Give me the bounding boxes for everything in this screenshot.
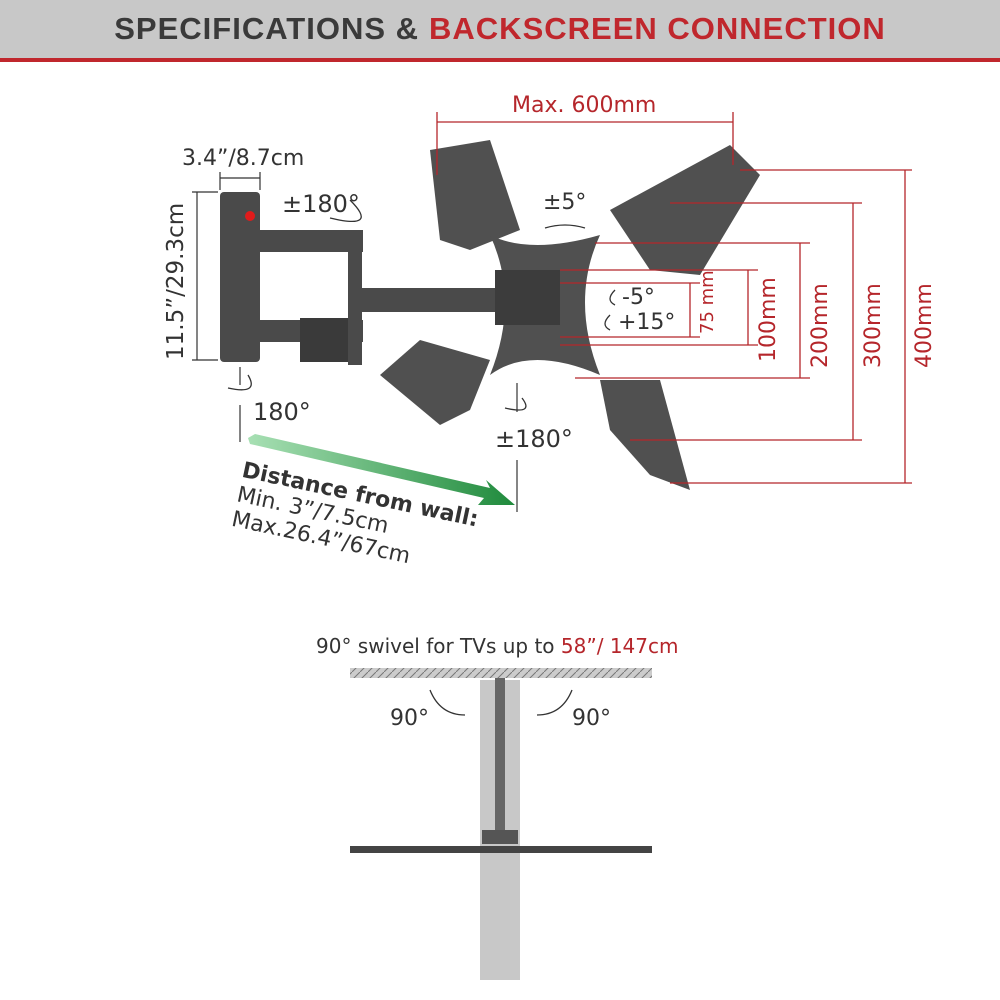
swivel-diagram <box>350 668 652 980</box>
swivel-size: 58”/ 147cm <box>560 634 679 658</box>
vesa-200-label: 200mm <box>808 283 833 368</box>
vesa-400-label: 400mm <box>912 283 937 368</box>
swivel-right-angle: 90° <box>572 706 611 731</box>
swivel-text: 90° swivel for TVs up to <box>316 634 555 658</box>
distance-arrow-icon <box>248 434 515 505</box>
red-dot-icon <box>245 211 255 221</box>
header-banner: SPECIFICATIONS & BACKSCREEN CONNECTION <box>0 0 1000 62</box>
vesa-300-label: 300mm <box>861 283 886 368</box>
swivel-left-angle: 90° <box>390 706 429 731</box>
vesa-75-label: 75 mm <box>697 270 718 334</box>
vesa-dimension-lines <box>436 112 912 484</box>
wall-swivel-label: 180° <box>253 398 311 426</box>
tilt-up-label: +15° <box>618 310 676 335</box>
tilt-down-label: -5° <box>622 285 655 310</box>
arm-swivel-label: ±180° <box>282 190 360 218</box>
rotation-arrow-icons <box>227 199 616 411</box>
tilt-side-label: ±5° <box>543 190 587 215</box>
wall-arm <box>220 192 510 365</box>
title-part-2: BACKSCREEN CONNECTION <box>429 11 886 46</box>
height-label: 11.5”/29.3cm <box>163 202 189 360</box>
vesa-100-label: 100mm <box>756 277 781 362</box>
wall-plate-dimensions <box>192 172 518 512</box>
max-vesa-label: Max. 600mm <box>512 93 657 118</box>
swivel-caption: 90° swivel for TVs up to 58”/ 147cm <box>316 634 678 658</box>
width-label: 3.4”/8.7cm <box>182 146 305 171</box>
title-part-1: SPECIFICATIONS & <box>114 11 420 46</box>
head-swivel-label: ±180° <box>495 425 573 453</box>
